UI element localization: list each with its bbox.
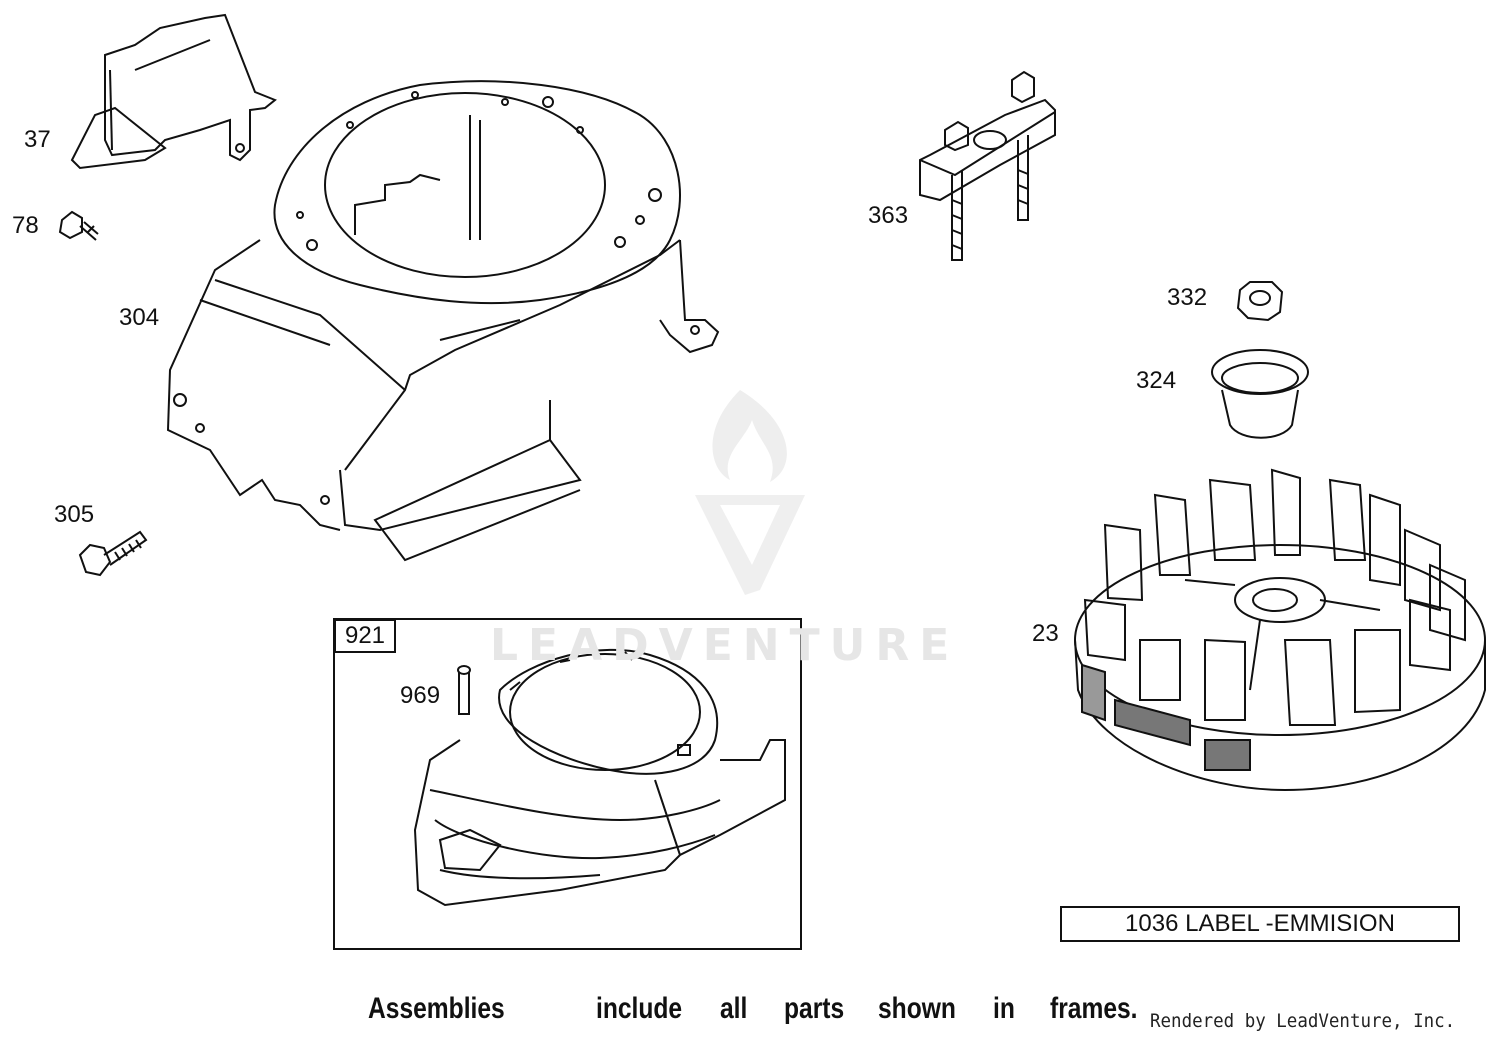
- callout-305: 305: [54, 501, 95, 528]
- footer-word-include: include: [596, 992, 683, 1025]
- callout-37: 37: [24, 126, 51, 153]
- part-304-blower-housing: [166, 80, 720, 562]
- part-969-screw: [457, 665, 471, 715]
- watermark-text: LEADVENTURE: [490, 620, 960, 671]
- frame-label-921: 921: [334, 619, 396, 653]
- part-305-bolt: [78, 530, 148, 577]
- part-921-blower-assembly: [413, 648, 786, 907]
- part-78-screw: [58, 210, 99, 241]
- part-332-nut: [1236, 281, 1284, 322]
- footer-word-assemblies: Assemblies: [368, 992, 505, 1025]
- callout-324: 324: [1136, 367, 1177, 394]
- part-363-bracket: [919, 70, 1056, 261]
- footer-word-all: all: [720, 992, 748, 1025]
- rendered-by-credit: Rendered by LeadVenture, Inc.: [1150, 1010, 1456, 1032]
- callout-23: 23: [1032, 620, 1059, 647]
- callout-304: 304: [119, 304, 160, 331]
- leadventure-flame-logo: [695, 390, 805, 595]
- frame-921: [333, 618, 802, 950]
- callout-363: 363: [868, 202, 909, 229]
- callout-78: 78: [12, 212, 39, 239]
- callout-332: 332: [1167, 284, 1208, 311]
- footer-word-shown: shown: [878, 992, 956, 1025]
- callout-969: 969: [400, 682, 441, 709]
- part-23-flywheel: [1074, 468, 1486, 792]
- part-37-deflector: [70, 13, 277, 170]
- footer-word-in: in: [993, 992, 1015, 1025]
- emission-label-box: 1036 LABEL -EMMISION: [1060, 906, 1460, 942]
- footer-word-frames: frames.: [1050, 992, 1138, 1025]
- footer-word-parts: parts: [784, 992, 845, 1025]
- part-324-cup: [1211, 349, 1309, 439]
